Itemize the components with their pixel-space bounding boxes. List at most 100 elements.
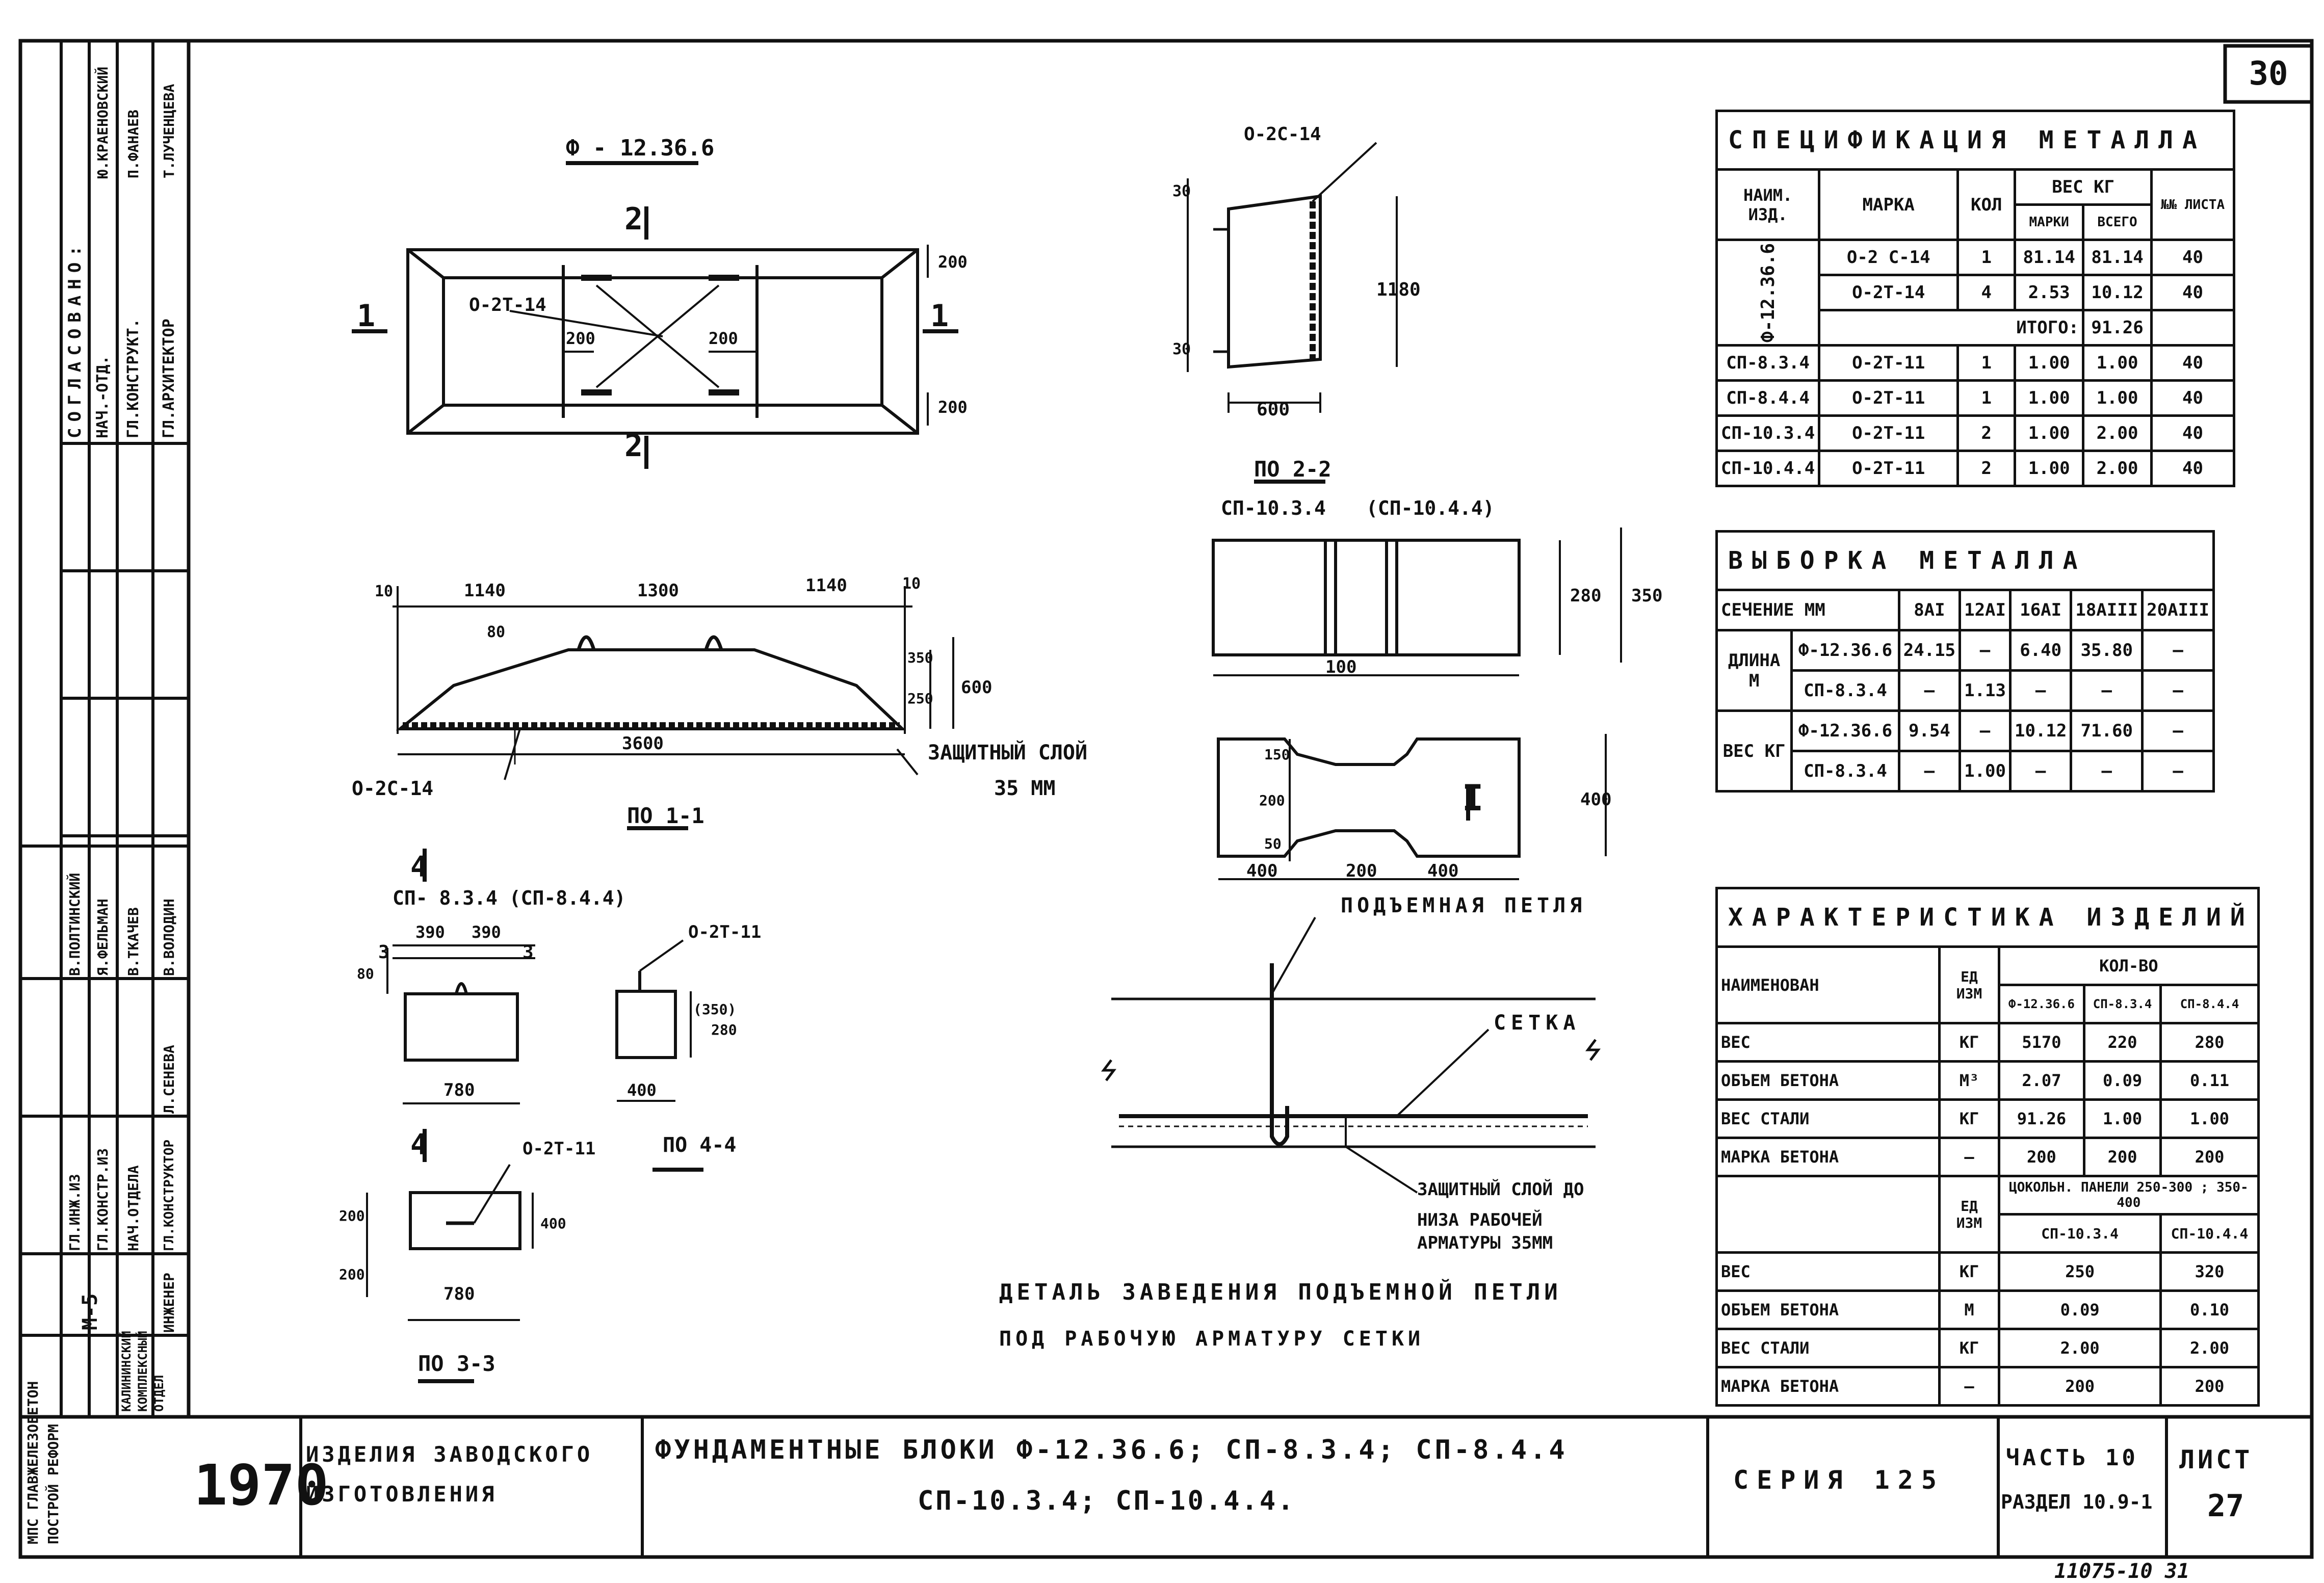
spec-h-weight: ВЕС КГ	[2014, 168, 2153, 206]
agreed-title: СОГЛАСОВАНО:	[65, 240, 85, 438]
sec11-rebar-mark: О-2С-14	[352, 777, 433, 800]
char-cell: 0.09	[2082, 1060, 2162, 1101]
vyborka-length-label: ДЛИНА М	[1715, 629, 1793, 712]
vyborka-cell: —	[1959, 629, 2012, 672]
detail-title-2: ПОД РАБОЧУЮ АРМАТУРУ СЕТКИ	[999, 1327, 1424, 1351]
char-cell: МАРКА БЕТОНА	[1715, 1366, 1941, 1407]
spec-cell: О-2Т-11	[1818, 344, 1960, 382]
char-h-name: НАИМЕНОВАН	[1715, 945, 1941, 1024]
section-mark-4-bottom: 4	[410, 1128, 428, 1162]
stamp-title-2: СП-10.3.4; СП-10.4.4.	[918, 1486, 1296, 1516]
org-name-2: КАЛИНИНСКИЙ КОМПЛЕКСНЫЙ ОТДЕЛ	[119, 1331, 166, 1412]
spec-h-wtotal: ВСЕГО	[2082, 203, 2153, 241]
name-1: В.ПОЛТИНСКИЙ	[66, 873, 83, 976]
stamp-series: СЕРИЯ 125	[1733, 1465, 1945, 1495]
vyborka-cell: —	[1897, 669, 1962, 712]
char-cell: 0.09	[1997, 1289, 2162, 1330]
vyborka-section: 18АIII	[2070, 589, 2144, 631]
role-2: ГЛ.КОНСТР.ИЗ	[94, 1148, 111, 1251]
spec-cell: 81.14	[2082, 239, 2153, 276]
stamp-code: М-5	[79, 1293, 102, 1330]
char-cell: 91.26	[1998, 1098, 2085, 1139]
vyborka-cell: —	[2141, 750, 2215, 793]
vyborka-cell: 24.15	[1897, 629, 1962, 672]
char-cell: ОБЪЕМ БЕТОНА	[1715, 1060, 1941, 1101]
spec-cell: 1.00	[2082, 344, 2153, 382]
char-cell: 200	[2159, 1137, 2260, 1177]
sp1034-label: СП-10.3.4	[1221, 497, 1326, 519]
sp834-dim-3a: 3	[378, 942, 389, 963]
char-cell: 0.11	[2159, 1060, 2260, 1101]
sec11-dim-10a: 10	[375, 583, 393, 600]
vyborka-cell: Ф-12.36.6	[1790, 629, 1900, 672]
char-cell: 200	[1997, 1366, 2162, 1407]
agreed-role-3: ГЛ.АРХИТЕКТОР	[160, 319, 178, 438]
spec-cell: 1.00	[2014, 344, 2085, 382]
char-cell: ВЕС СТАЛИ	[1715, 1098, 1941, 1139]
spec-cell: 2.53	[2014, 274, 2085, 311]
vyborka-section: 12АI	[1959, 589, 2012, 631]
char-cell: 5170	[1998, 1022, 2085, 1063]
char-cell: ВЕС СТАЛИ	[1715, 1328, 1941, 1368]
char-h-unit: ЕД ИЗМ	[1938, 945, 2000, 1024]
sec33-label: ПО 3-3	[418, 1351, 495, 1376]
spec-total-label: ИТОГО:	[1818, 309, 2085, 347]
char-col: СП-8.3.4	[2082, 984, 2162, 1024]
vyborka-title: ВЫБОРКА МЕТАЛЛА	[1715, 530, 2215, 591]
spec-cell: СП-10.3.4	[1715, 414, 1821, 452]
sp834-dim-3b: 3	[523, 942, 534, 963]
sp-bottom-400a: 400	[1246, 861, 1277, 881]
stamp-section: РАЗДЕЛ 10.9-1	[2001, 1491, 2153, 1513]
char-sub-unit: ЕД ИЗМ	[1938, 1175, 2000, 1254]
sp-dim-350: 350	[1631, 586, 1662, 606]
vyborka-cell: 9.54	[1897, 709, 1962, 752]
sp-bottom-200: 200	[1346, 861, 1377, 881]
char-cell: 1.00	[2082, 1098, 2162, 1139]
char-cell: 250	[1997, 1251, 2162, 1292]
vyborka-cell: —	[2141, 709, 2215, 752]
spec-cell: О-2Т-14	[1818, 274, 1960, 311]
agreed-name-2: П.ФАНАЕВ	[125, 110, 142, 178]
sec11-dim-1140a: 1140	[464, 581, 506, 601]
sec33-dim-200a: 200	[339, 1207, 365, 1224]
agreed-role-2: ГЛ.КОНСТРУКТ.	[124, 319, 142, 438]
sp-dim-50: 50	[1264, 835, 1282, 852]
agreed-name-1: Ю.КРАЕНОВСКИЙ	[94, 66, 111, 178]
char-cell: 220	[2082, 1022, 2162, 1063]
spec-cell: 1	[1956, 344, 2017, 382]
char-cell: КГ	[1938, 1251, 2000, 1292]
spec-cell: СП-8.4.4	[1715, 379, 1821, 417]
spec-cell: 2	[1956, 450, 2017, 487]
char-cell: 1.00	[2159, 1098, 2260, 1139]
char-cell: 2.07	[1998, 1060, 2085, 1101]
char-col2: СП-10.3.4	[1997, 1213, 2162, 1254]
char-cell: М	[1938, 1289, 2000, 1330]
spec-cell: 40	[2150, 344, 2235, 382]
vyborka-cell: —	[1897, 750, 1962, 793]
section-mark-2-top: 2	[624, 201, 643, 237]
char-cell: 2.00	[2159, 1328, 2260, 1368]
section-mark-1-right: 1	[930, 298, 949, 334]
sheet-number: 30	[2249, 55, 2288, 93]
name-5: Л.СЕНЕВА	[161, 1045, 177, 1114]
sec44-dim-280: 280	[711, 1021, 737, 1038]
spec-cell: О-2Т-11	[1818, 414, 1960, 452]
vyborka-cell: —	[2141, 669, 2215, 712]
spec-h-mark: МАРКА	[1818, 168, 1960, 241]
role-4: ГЛ.КОНСТРУКТОР	[162, 1139, 177, 1251]
spec-cell: СП-10.4.4	[1715, 450, 1821, 487]
char-cell: КГ	[1938, 1098, 2000, 1139]
char-cell: 320	[2159, 1251, 2260, 1292]
spec-cell: 2.00	[2082, 414, 2153, 452]
sp834-label: СП- 8.3.4 (СП-8.4.4)	[393, 887, 626, 909]
spec-cell: 1.00	[2014, 379, 2085, 417]
sp-dim-100: 100	[1325, 657, 1356, 677]
role-5: ИНЖЕНЕР	[161, 1272, 177, 1333]
sp834-dim-80: 80	[357, 965, 374, 982]
characteristics-table: ХАРАКТЕРИСТИКА ИЗДЕЛИЙ НАИМЕНОВАН ЕД ИЗМ…	[1715, 887, 2260, 1407]
char-title: ХАРАКТЕРИСТИКА ИЗДЕЛИЙ	[1715, 887, 2260, 948]
spec-cell: 1.00	[2014, 414, 2085, 452]
spec-cell: 40	[2150, 414, 2235, 452]
stamp-sheet: 27	[2207, 1488, 2244, 1524]
